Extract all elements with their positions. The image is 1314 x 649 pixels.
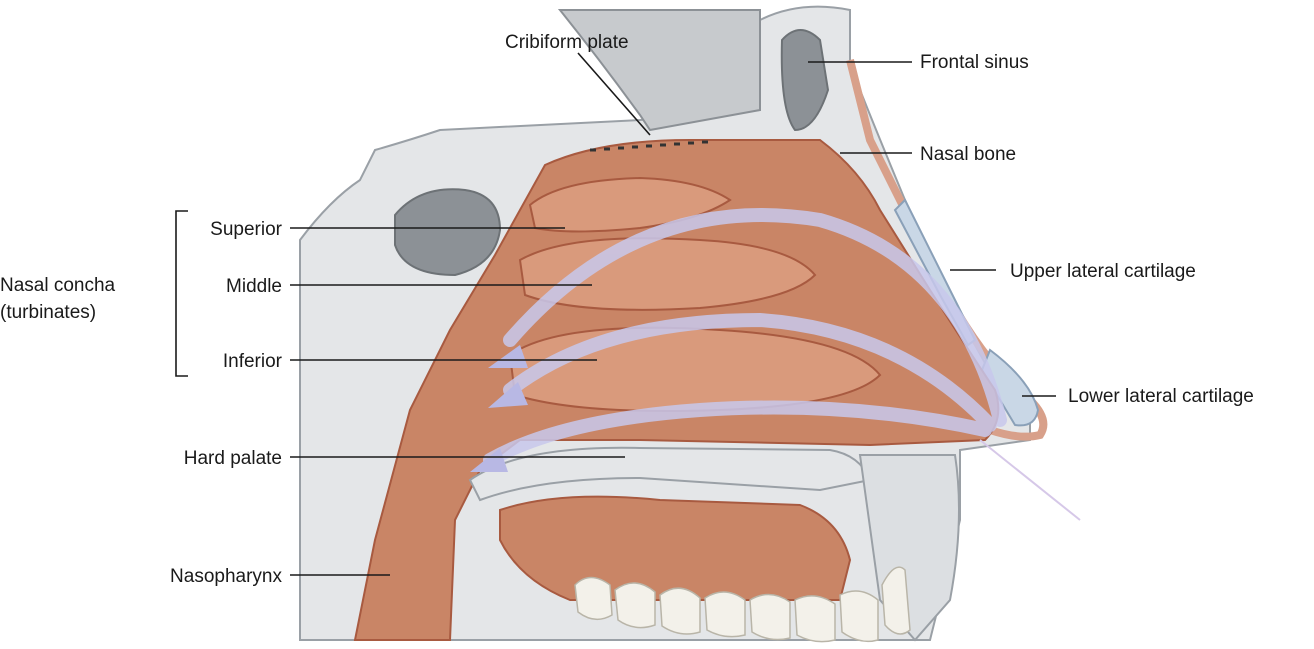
concha-bracket bbox=[176, 211, 188, 376]
tooth bbox=[750, 594, 790, 639]
tooth bbox=[615, 583, 655, 628]
label-lower-lateral-cartilage: Lower lateral cartilage bbox=[1068, 386, 1254, 407]
label-cribriform-plate: Cribiform plate bbox=[505, 32, 629, 53]
label-hard-palate: Hard palate bbox=[184, 448, 282, 469]
illustration bbox=[300, 7, 1080, 642]
label-nasal-concha: Nasal concha bbox=[0, 275, 116, 296]
label-middle: Middle bbox=[226, 276, 282, 297]
cranial-cavity bbox=[560, 10, 760, 130]
label-nasopharynx: Nasopharynx bbox=[170, 566, 282, 587]
label-inferior: Inferior bbox=[223, 351, 283, 372]
label-nasal-bone: Nasal bone bbox=[920, 144, 1016, 165]
tooth bbox=[660, 588, 700, 634]
label-turbinates: (turbinates) bbox=[0, 302, 96, 323]
label-frontal-sinus: Frontal sinus bbox=[920, 52, 1029, 73]
tooth bbox=[882, 567, 910, 634]
oral-cavity bbox=[500, 497, 850, 600]
tooth bbox=[575, 578, 612, 620]
tooth bbox=[705, 592, 745, 637]
airflow-tail bbox=[980, 440, 1080, 520]
label-superior: Superior bbox=[210, 219, 282, 240]
label-upper-lateral-cartilage: Upper lateral cartilage bbox=[1010, 261, 1196, 282]
tooth bbox=[795, 596, 835, 642]
tooth bbox=[840, 591, 878, 641]
